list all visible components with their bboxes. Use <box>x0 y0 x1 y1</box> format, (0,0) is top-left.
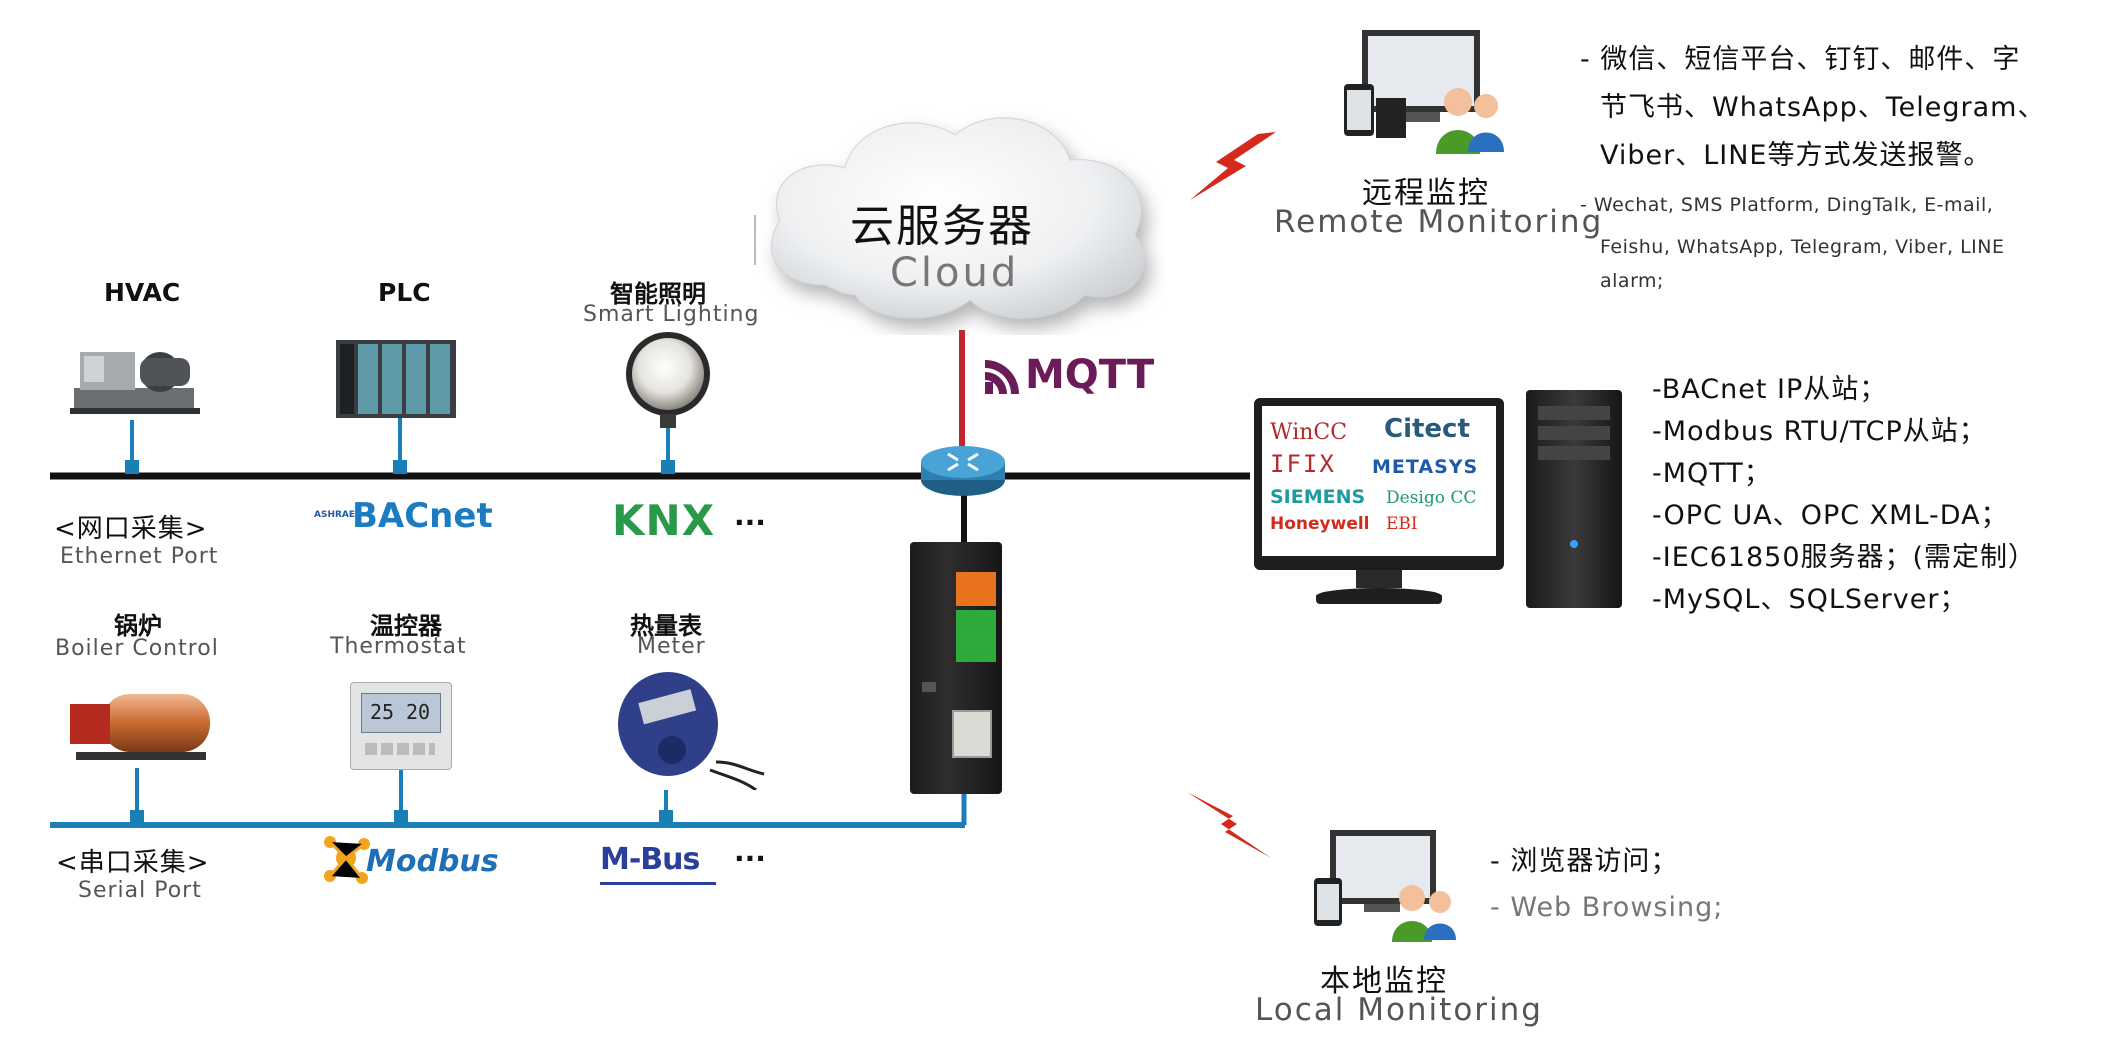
remote-label-en: Remote Monitoring <box>1274 204 1604 240</box>
remote-lightning-icon <box>1190 132 1276 200</box>
remote-users-icon <box>1344 30 1504 154</box>
meter-drop-node <box>659 810 673 824</box>
modbus-logo-text: Modbus <box>366 844 499 879</box>
meter-title-cn: 热量表 <box>630 612 702 640</box>
remote-line-en-1: - Wechat, SMS Platform, DingTalk, E-mail… <box>1580 194 1994 216</box>
iot-gateway-device <box>910 542 1002 794</box>
brand-siemens: SIEMENS <box>1270 486 1366 508</box>
lighting-image <box>622 330 714 430</box>
thermostat-screen: 25 20 <box>361 693 441 733</box>
meter-image <box>606 666 766 792</box>
remote-label-cn: 远程监控 <box>1362 176 1490 211</box>
server-tower <box>1526 390 1622 608</box>
brand-metasys: METASYS <box>1372 456 1479 478</box>
boiler-title-cn: 锅炉 <box>114 612 162 640</box>
local-line-en: - Web Browsing; <box>1490 892 1724 923</box>
remote-line-cn-3: Viber、LINE等方式发送报警。 <box>1600 140 1992 171</box>
lighting-title-en: Smart Lighting <box>583 302 760 327</box>
router-icon <box>921 446 1005 496</box>
boiler-drop-node <box>130 810 144 824</box>
brand-desigo: Desigo CC <box>1386 488 1477 508</box>
tower-drive-3 <box>1538 446 1610 460</box>
remote-monitoring-image <box>1340 24 1510 156</box>
mbus-underline <box>600 882 716 885</box>
ethernet-port-label-cn: <网口采集> <box>54 514 208 544</box>
gateway-green-terminal <box>956 610 996 662</box>
scada-monitor-base <box>1316 588 1442 604</box>
hvac-drop-node <box>125 460 139 474</box>
boiler-title-en: Boiler Control <box>55 636 219 661</box>
thermostat-value-left: 25 <box>370 700 395 724</box>
lighting-title-cn: 智能照明 <box>610 280 706 308</box>
local-line-cn: - 浏览器访问； <box>1490 846 1679 877</box>
cloud-title-en: Cloud <box>890 250 1020 296</box>
tower-drive-1 <box>1538 406 1610 420</box>
bacnet-logo-small: ASHRAE <box>314 510 356 520</box>
meter-title-en: Meter <box>637 634 706 659</box>
scada-monitor-stand <box>1356 570 1402 588</box>
local-monitoring-image <box>1310 826 1460 944</box>
thermostat-image: 25 20 <box>350 682 452 770</box>
brand-ebi: EBI <box>1386 514 1418 534</box>
chiller-icon <box>70 352 200 414</box>
scada-protocol-3: -MQTT； <box>1652 458 1772 489</box>
mbus-logo-text: M-Bus <box>600 842 700 877</box>
plc-image <box>336 338 461 420</box>
lightbulb-icon <box>626 332 710 428</box>
boiler-image <box>66 678 216 768</box>
mqtt-signal-icon <box>985 360 1019 394</box>
thermostat-buttons <box>365 743 435 755</box>
serial-port-label-cn: <串口采集> <box>56 848 210 878</box>
thermostat-value-right: 20 <box>406 700 431 724</box>
gateway-rj45-port <box>952 710 992 758</box>
plc-icon <box>336 340 456 418</box>
bacnet-logo-text: BACnet <box>352 496 493 536</box>
remote-line-en-3: alarm; <box>1600 270 1664 292</box>
scada-protocol-5: -IEC61850服务器；(需定制） <box>1652 542 2037 573</box>
brand-citect: Citect <box>1384 414 1470 444</box>
remote-line-cn-1: - 微信、短信平台、钉钉、邮件、字 <box>1580 44 2021 75</box>
scada-protocol-1: -BACnet IP从站； <box>1652 374 1888 405</box>
local-users-icon <box>1314 830 1456 942</box>
local-label-en: Local Monitoring <box>1255 992 1543 1028</box>
boiler-icon <box>70 694 210 760</box>
brand-honeywell: Honeywell <box>1270 514 1370 534</box>
cloud-title-cn: 云服务器 <box>850 201 1034 252</box>
plc-title: PLC <box>378 278 431 307</box>
remote-line-en-2: Feishu, WhatsApp, Telegram, Viber, LINE <box>1600 236 2005 258</box>
bottom-more-dots: ··· <box>734 842 766 875</box>
plc-drop-node <box>393 460 407 474</box>
ethernet-port-label-en: Ethernet Port <box>60 544 219 569</box>
scada-screen: WinCC Citect IFIX METASYS SIEMENS Desigo… <box>1262 406 1496 556</box>
tower-led <box>1570 540 1578 548</box>
brand-ifix: IFIX <box>1270 450 1336 478</box>
modbus-network-icon <box>324 836 370 884</box>
gateway-orange-terminal <box>956 572 996 606</box>
scada-protocol-2: -Modbus RTU/TCP从站； <box>1652 416 1987 447</box>
scada-protocol-4: -OPC UA、OPC XML-DA； <box>1652 500 2009 531</box>
brand-wincc: WinCC <box>1270 420 1348 445</box>
knx-logo: KNX <box>612 496 716 545</box>
local-lightning-icon <box>1187 792 1271 858</box>
thermostat-title-cn: 温控器 <box>370 612 442 640</box>
remote-line-cn-2: 节飞书、WhatsApp、Telegram、 <box>1600 92 2046 123</box>
cloud-shape <box>771 117 1145 319</box>
serial-port-label-en: Serial Port <box>78 878 202 903</box>
scada-monitor: WinCC Citect IFIX METASYS SIEMENS Desigo… <box>1254 398 1504 570</box>
thermostat-drop-node <box>394 810 408 824</box>
top-more-dots: ··· <box>734 506 766 539</box>
mqtt-logo-text: MQTT <box>1025 352 1155 398</box>
local-label-cn: 本地监控 <box>1320 964 1448 999</box>
lighting-drop-node <box>661 460 675 474</box>
hvac-image <box>70 338 200 420</box>
hvac-title: HVAC <box>104 278 181 307</box>
gateway-usb-port <box>922 682 936 692</box>
thermostat-title-en: Thermostat <box>330 634 467 659</box>
heat-meter-icon <box>618 672 765 792</box>
tower-drive-2 <box>1538 426 1610 440</box>
scada-protocol-6: -MySQL、SQLServer； <box>1652 584 1968 615</box>
